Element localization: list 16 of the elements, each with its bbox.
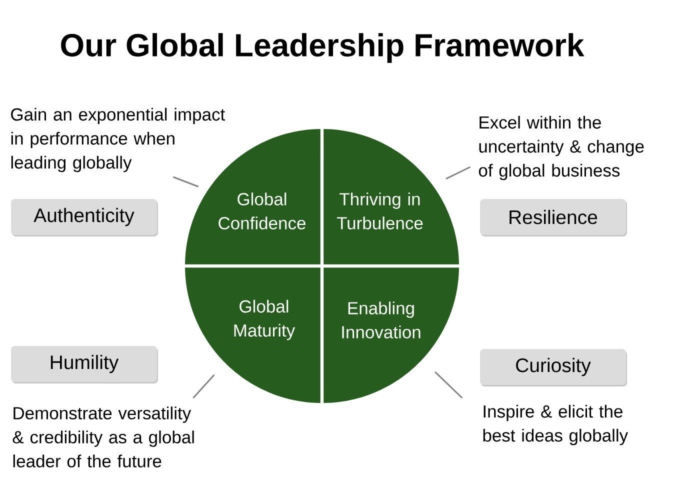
leader-line <box>446 166 471 180</box>
quadrant: Thriving in Turbulence <box>324 129 459 264</box>
description-text: Demonstrate versatility & credibility as a global leader of the future <box>12 406 194 468</box>
title: Our Global Leadership Framework <box>61 33 584 63</box>
quadrant: Global Maturity <box>185 268 320 403</box>
value-box: Curiosity <box>480 349 627 386</box>
leader-line <box>434 371 463 399</box>
quadrant: Enabling Innovation <box>324 268 459 403</box>
description-text: Inspire & elicit the best ideas globally <box>483 404 628 446</box>
value-box: Authenticity <box>11 199 158 236</box>
quadrant: Global Confidence <box>185 129 320 264</box>
value-box: Humility <box>11 346 158 384</box>
value-box: Resilience <box>480 199 627 236</box>
description-text: Excel within the uncertainty & change of global business <box>478 116 644 180</box>
leader-line <box>172 176 199 188</box>
leader-line <box>192 374 215 398</box>
